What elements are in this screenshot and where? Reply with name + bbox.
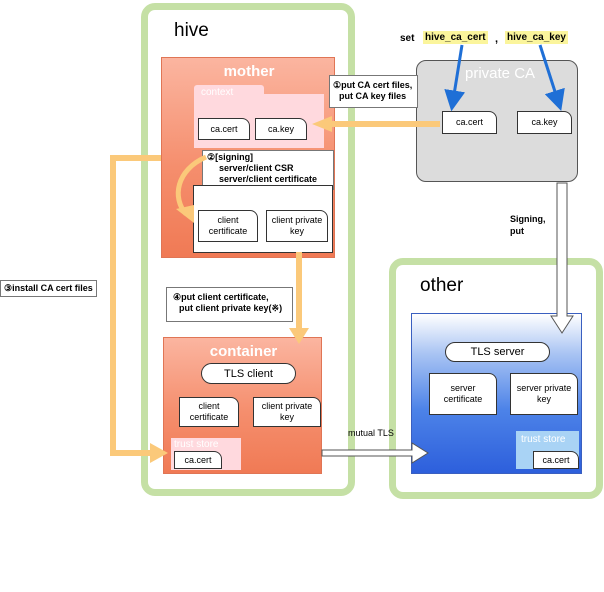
- context-folder-tab: [194, 85, 264, 95]
- put-ca-note: ①put CA cert files, put CA key files: [329, 75, 418, 108]
- signing-put-line2: put: [510, 226, 524, 236]
- signing-note-line2: server/client certificate: [219, 174, 318, 184]
- private-ca-key-doc: ca.key: [517, 111, 572, 134]
- set-label: set: [400, 33, 415, 44]
- hive-ca-cert-var: hive_ca_cert: [423, 31, 488, 44]
- put-ca-note-line1: ①put CA cert files,: [333, 80, 413, 90]
- server-cert-doc: server certificate: [429, 373, 497, 415]
- signing-put-label: Signing, put: [510, 213, 546, 237]
- mother-client-key-doc: client private key: [266, 210, 328, 242]
- mother-title: mother: [223, 63, 275, 80]
- server-trust-store-label: trust store: [521, 434, 566, 445]
- put-client-note-line2: put client private key(※): [179, 303, 283, 313]
- server-key-doc: server private key: [510, 373, 578, 415]
- other-title: other: [420, 275, 464, 296]
- signing-note-line1: server/client CSR: [219, 163, 294, 173]
- private-ca-cert-doc: ca.cert: [442, 111, 497, 134]
- container-title: container: [209, 343, 278, 360]
- tls-server-pill: TLS server: [445, 342, 550, 362]
- hive-title: hive: [174, 20, 209, 41]
- mother-ca-cert-doc: ca.cert: [198, 118, 250, 140]
- mother-ca-key-doc: ca.key: [255, 118, 307, 140]
- put-client-note-line1: ④put client certificate,: [173, 292, 269, 302]
- signing-note: ②[signing] server/client CSR server/clie…: [202, 150, 334, 190]
- server-trust-ca-cert-doc: ca.cert: [533, 451, 579, 469]
- private-ca-title: private CA: [465, 65, 536, 82]
- comma-label: ,: [495, 33, 499, 45]
- put-ca-note-line2: put CA key files: [339, 91, 407, 101]
- container-client-key-doc: client private key: [253, 397, 321, 427]
- container-trust-store-label: trust store: [174, 439, 219, 450]
- tls-client-pill: TLS client: [201, 363, 296, 384]
- container-trust-ca-cert-doc: ca.cert: [174, 451, 222, 469]
- mother-client-cert-doc: client certificate: [198, 210, 258, 242]
- put-client-note: ④put client certificate, put client priv…: [166, 287, 293, 322]
- install-ca-note: ③install CA cert files: [0, 280, 97, 297]
- container-client-cert-doc: client certificate: [179, 397, 239, 427]
- signing-put-line1: Signing,: [510, 214, 546, 224]
- context-label: context: [201, 87, 234, 98]
- mutual-tls-label: mutual TLS: [348, 428, 394, 438]
- signing-note-title: ②[signing]: [207, 152, 254, 162]
- hive-ca-key-var: hive_ca_key: [505, 31, 568, 44]
